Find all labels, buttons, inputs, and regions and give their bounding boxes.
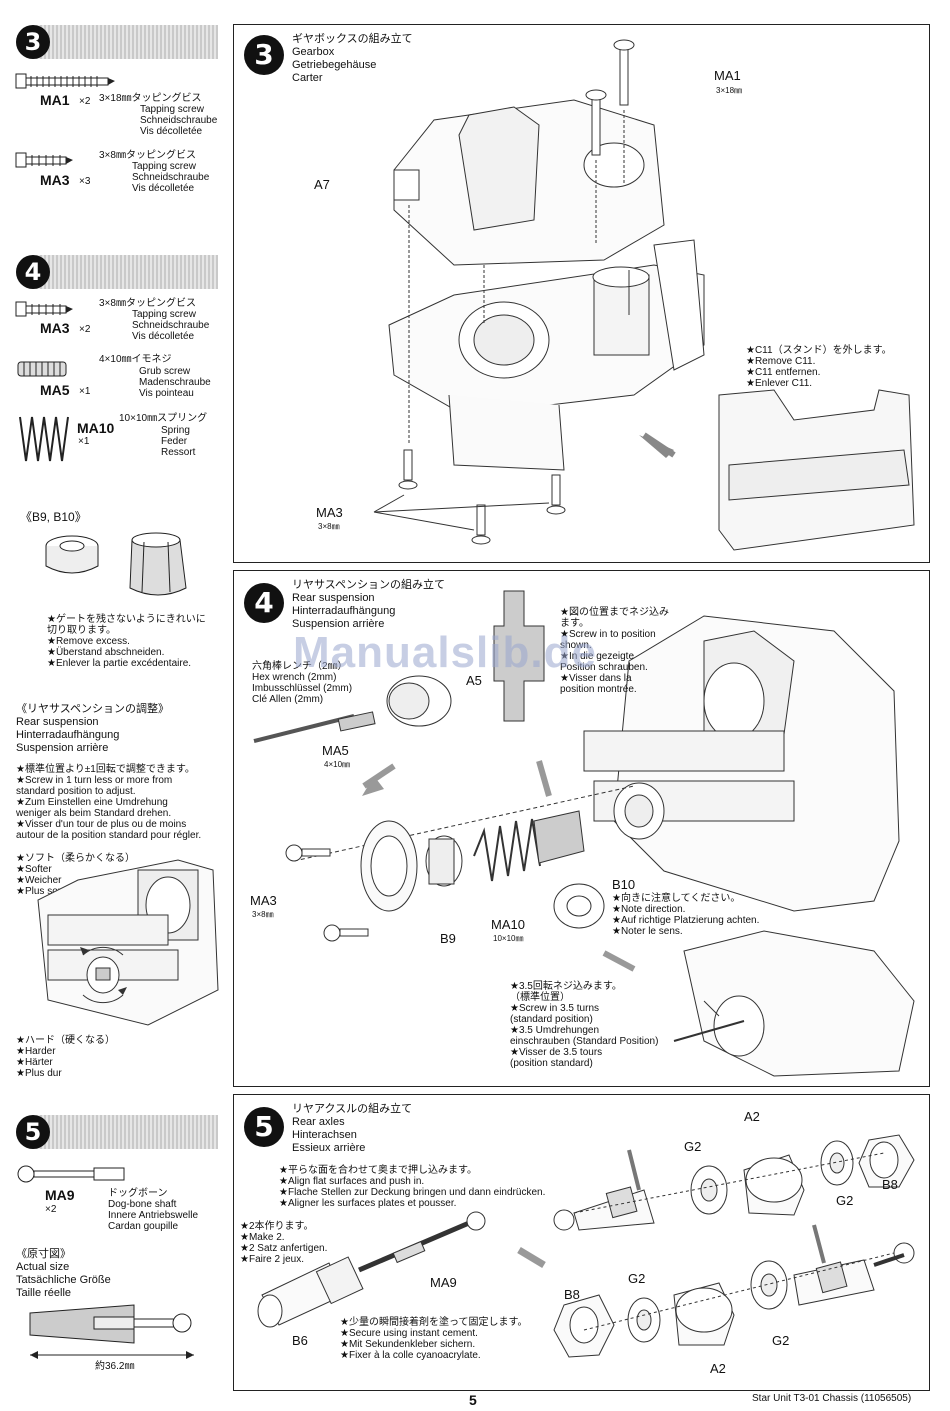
panel5-b6-label: B6 <box>292 1333 308 1348</box>
adjust-notes: ★標準位置より±1回転で調整できます。★Screw in 1 turn less… <box>16 764 202 841</box>
panel4-a5-label: A5 <box>466 673 482 688</box>
actual-size-dimension: 約36.2㎜ <box>93 1357 137 1372</box>
page-number: 5 <box>469 1392 477 1408</box>
panel5-g2-bottom-right-label: G2 <box>772 1333 790 1348</box>
panel4-ma3-label: MA3 <box>250 893 277 908</box>
adjust-soft: ★ソフト（柔らかくなる）★Softer ★Weicher★Plus souple <box>16 853 135 897</box>
panel4-number: 4 <box>244 583 284 623</box>
b9-b10-parts-icon <box>45 532 187 596</box>
panel3-ma3-size: 3×8㎜ <box>318 522 340 531</box>
ma3-screw-icon-2 <box>15 301 73 317</box>
ma3-size-jp: 3×8㎜タッピングビス <box>99 150 196 161</box>
ma9-code: MA9 <box>45 1187 75 1203</box>
actual-size-dogbone-illustration <box>29 1304 194 1359</box>
panel4-turns-note: ★3.5回転ネジ込みます。（標準位置） ★Screw in 3.5 turns(… <box>510 981 659 1069</box>
b9b10-notes: ★ゲートを残さないようにきれいに切り取ります。 ★Remove excess.★… <box>47 614 206 669</box>
s4-ma3-qty: ×2 <box>79 324 91 335</box>
panel5-number: 5 <box>244 1107 284 1147</box>
step3-header: 3 <box>16 25 218 59</box>
panel5-g2-bottom-left-label: G2 <box>628 1271 646 1286</box>
panel3-ma1-label: MA1 <box>714 68 741 83</box>
ma10-code: MA10 <box>77 420 115 436</box>
ma9-qty: ×2 <box>45 1204 57 1215</box>
step4-number: 4 <box>16 255 50 289</box>
watermark: Manualslib.de <box>293 628 597 677</box>
ma3-qty: ×3 <box>79 176 91 187</box>
panel4-ma3-size: 3×8㎜ <box>252 910 274 919</box>
panel5-g2-top-right-label: G2 <box>836 1193 854 1208</box>
panel5-make2-note: ★2本作ります。★Make 2. ★2 Satz anfertigen.★Fai… <box>240 1221 328 1265</box>
doc-title: Star Unit T3-01 Chassis (11056505) <box>752 1393 912 1404</box>
panel5-cement-note: ★少量の瞬間接着剤を塗って固定します。★Secure using instant… <box>340 1317 528 1361</box>
adjust-title-block: 《リヤサスペンションの調整》 Rear suspension Hinterrad… <box>16 703 170 754</box>
panel4-b10-label: B10 <box>612 877 636 892</box>
gearbox-illustration <box>373 39 915 551</box>
ma1-size-jp: 3×18㎜タッピングビス <box>99 93 202 104</box>
ma5-grub-screw-icon <box>17 361 67 377</box>
ma10-spring-icon <box>19 416 69 462</box>
ma10-qty: ×1 <box>78 436 90 447</box>
panel4-wrench-note: 六角棒レンチ（2㎜）Hex wrench (2mm) Imbusschlüsse… <box>252 661 353 705</box>
panel3-a7-label: A7 <box>314 177 330 192</box>
panel4-ma10-label: MA10 <box>491 917 525 932</box>
step5-header: 5 <box>16 1115 218 1149</box>
b9b10-title: 《B9, B10》 <box>20 510 87 524</box>
panel5-b8-top-label: B8 <box>882 1177 898 1192</box>
panel3-number: 3 <box>244 35 284 75</box>
panel4-b9-label: B9 <box>440 931 456 946</box>
panel3-ma1-size: 3×18㎜ <box>716 86 743 95</box>
ma9-dogbone-icon <box>17 1165 125 1183</box>
step3-number: 3 <box>16 25 50 59</box>
ma1-screw-icon <box>15 73 115 89</box>
panel4-ma5-label: MA5 <box>322 743 349 758</box>
panel5-align-note: ★平らな面を合わせて奥まで押し込みます。★Align flat surfaces… <box>279 1165 546 1209</box>
ma5-size-jp: 4×10㎜イモネジ <box>99 354 172 365</box>
adjust-hard: ★ハード（硬くなる）★Harder ★Härter★Plus dur <box>16 1035 115 1079</box>
panel3-ma3-label: MA3 <box>316 505 343 520</box>
s4-ma3-code: MA3 <box>40 320 70 336</box>
panel4-ma5-size: 4×10㎜ <box>324 760 351 769</box>
ma5-code: MA5 <box>40 382 70 398</box>
rear-suspension-illustration <box>253 590 915 1077</box>
panel3-note: ★C11（スタンド）を外します。★Remove C11. ★C11 entfer… <box>746 345 892 389</box>
ma3-screw-icon <box>15 152 73 168</box>
panel5-b8-bottom-label: B8 <box>564 1287 580 1302</box>
panel5-a2-top-label: A2 <box>744 1109 760 1124</box>
panel5-ma9-label: MA9 <box>430 1275 457 1290</box>
panel4-ma10-size: 10×10㎜ <box>493 934 524 943</box>
panel5-a2-bottom-label: A2 <box>710 1361 726 1376</box>
panel5-g2-top-left-label: G2 <box>684 1139 702 1154</box>
step4-header: 4 <box>16 255 218 289</box>
s4-ma3-size-jp: 3×8㎜タッピングビス <box>99 298 196 309</box>
ma10-size-jp: 10×10㎜スプリング <box>119 413 208 424</box>
ma5-qty: ×1 <box>79 386 91 397</box>
gearbox-adjust-illustration <box>37 859 219 1026</box>
step5-number: 5 <box>16 1115 50 1149</box>
panel4-direction-note: ★向きに注意してください。★Note direction. ★Auf richt… <box>612 893 760 937</box>
ma1-qty: ×2 <box>79 96 91 107</box>
ma3-code: MA3 <box>40 172 70 188</box>
ma1-code: MA1 <box>40 92 70 108</box>
rear-axle-illustration <box>257 1134 915 1358</box>
